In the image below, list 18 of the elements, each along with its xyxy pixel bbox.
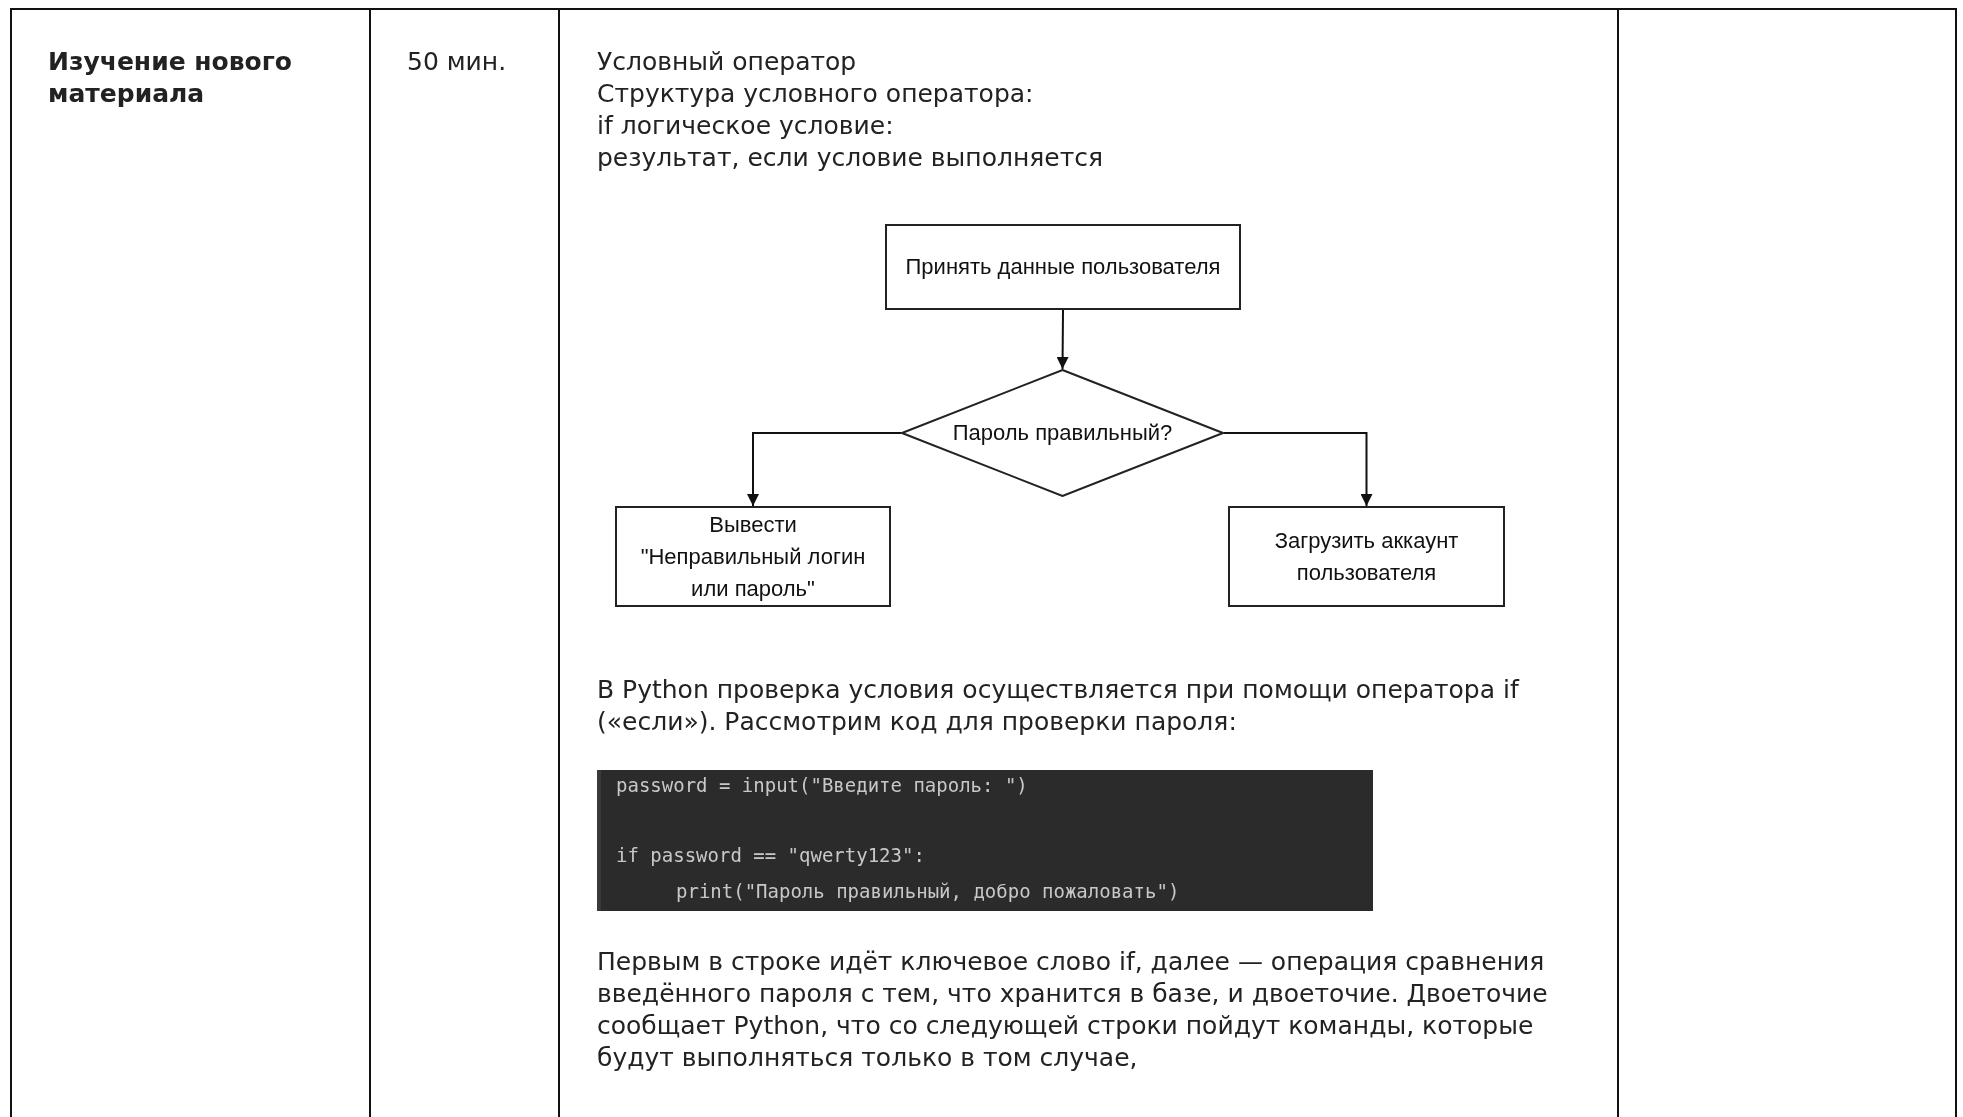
- paragraph-text: В Python проверка условия осуществляется при помощи оператора if («если»). Рассмотрим код для проверки пароля:: [597, 674, 1521, 738]
- body-text: Структура условного оператора:: [597, 78, 1034, 110]
- code-line: if password == "qwerty123":: [616, 844, 925, 866]
- process-box: Принять данные пользователя: [885, 224, 1241, 310]
- section-heading: Изучение нового материала: [48, 46, 293, 110]
- decision-diamond: Пароль правильный?: [901, 369, 1224, 497]
- arrow: [1223, 432, 1373, 507]
- process-box: Загрузить аккаунт пользователя: [1228, 506, 1505, 607]
- duration-text: 50 мин.: [407, 46, 507, 78]
- paragraph-text: Первым в строке идёт ключевое слово if, далее — операция сравнения введённого пароля с тем, что хранится в базе, и двоеточие. Двоеточие сообщает Python, что со следующей строки пойдут команды, которые будут выполняться только в том случае,: [597, 946, 1549, 1074]
- process-box: Вывести "Неправильный логин или пароль": [615, 506, 891, 607]
- arrow: [1056, 309, 1069, 370]
- arrow: [747, 432, 902, 507]
- body-text: результат, если условие выполняется: [597, 142, 1104, 174]
- code-line: print("Пароль правильный, добро пожаловать"): [676, 880, 1180, 902]
- body-text: if логическое условие:: [597, 110, 894, 142]
- topic-heading: Условный оператор: [597, 46, 857, 78]
- code-line: password = input("Введите пароль: "): [616, 774, 1028, 796]
